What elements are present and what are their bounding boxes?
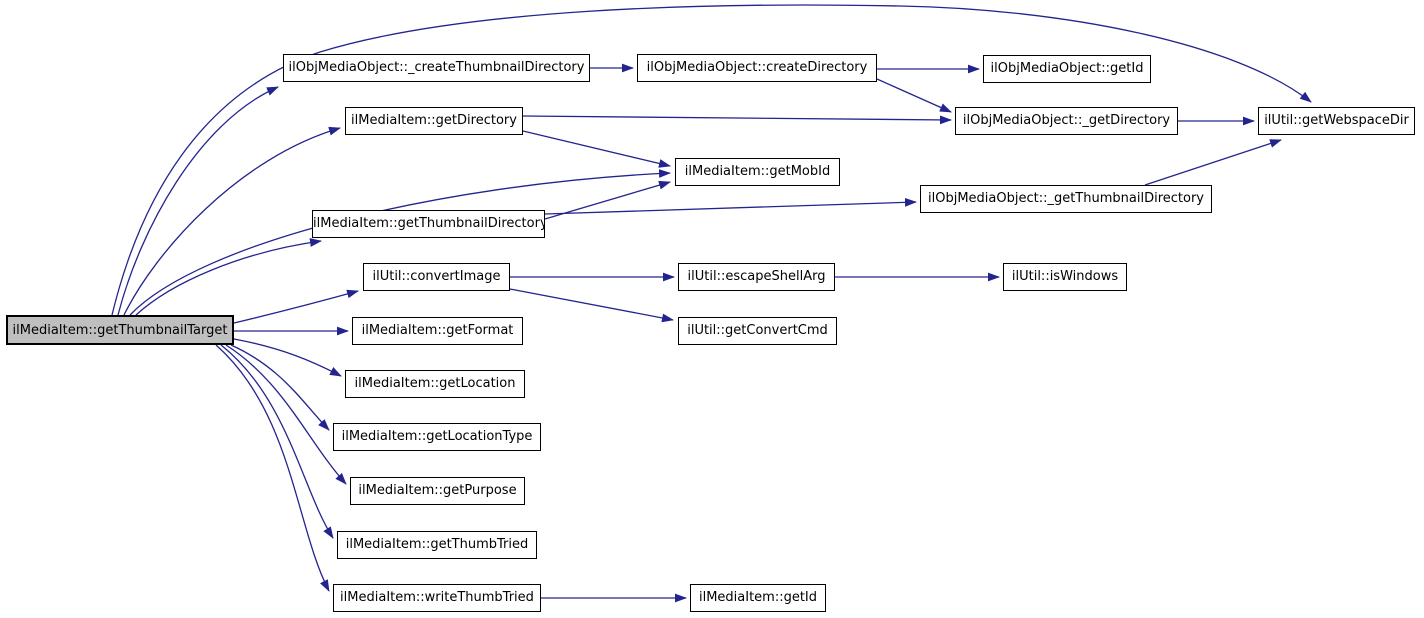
graph-node-convertImage[interactable]: ilUtil::convertImage — [363, 263, 510, 291]
graph-node-getPurpose[interactable]: ilMediaItem::getPurpose — [350, 477, 525, 505]
edge-getThumbnailTarget-to-getThumbTried — [220, 344, 334, 539]
edge-getThumbnailTarget-to-getLocation — [233, 338, 342, 377]
edge-getThumbnailTarget-to-writeThumbTried — [215, 344, 330, 592]
graph-node-getLocationType[interactable]: ilMediaItem::getLocationType — [333, 423, 541, 451]
edge-objGetThumbnailDirectory-to-getWebspaceDir — [1144, 139, 1282, 186]
edge-createDirectory-to-objGetDirectory — [876, 78, 952, 113]
graph-node-getConvertCmd[interactable]: ilUtil::getConvertCmd — [678, 317, 837, 345]
graph-node-getWebspaceDir[interactable]: ilUtil::getWebspaceDir — [1258, 107, 1415, 135]
graph-node-objGetThumbnailDirectory[interactable]: ilObjMediaObject::_getThumbnailDirectory — [920, 185, 1212, 213]
graph-node-getFormat[interactable]: ilMediaItem::getFormat — [352, 317, 523, 345]
graph-node-createThumbnailDirectory[interactable]: ilObjMediaObject::_createThumbnailDirect… — [283, 54, 590, 82]
graph-node-createDirectory[interactable]: ilObjMediaObject::createDirectory — [637, 54, 877, 82]
edge-getThumbnailTarget-to-getPurpose — [225, 344, 347, 485]
graph-node-isWindows[interactable]: ilUtil::isWindows — [1003, 263, 1127, 291]
edge-getThumbnailTarget-to-getMobId — [129, 169, 671, 316]
graph-node-getDirectory[interactable]: ilMediaItem::getDirectory — [345, 107, 523, 135]
edge-getDirectory-to-objGetDirectory — [522, 115, 952, 125]
edge-getDirectory-to-getMobId — [522, 130, 671, 168]
edge-getThumbnailTarget-to-getWebspaceDir — [111, 4, 1312, 316]
edge-getThumbnailTarget-to-getDirectory — [123, 126, 341, 316]
graph-node-objGetId[interactable]: ilObjMediaObject::getId — [983, 55, 1151, 83]
graph-node-getLocation[interactable]: ilMediaItem::getLocation — [345, 370, 525, 398]
graph-node-getThumbTried[interactable]: ilMediaItem::getThumbTried — [337, 531, 537, 559]
edge-getThumbnailDirectory-to-objGetThumbnailDirectory — [544, 197, 917, 215]
graph-node-writeThumbTried[interactable]: ilMediaItem::writeThumbTried — [333, 584, 541, 612]
graph-node-escapeShellArg[interactable]: ilUtil::escapeShellArg — [678, 263, 835, 291]
graph-node-getThumbnailTarget[interactable]: ilMediaItem::getThumbnailTarget — [6, 315, 234, 345]
edge-getThumbnailTarget-to-convertImage — [233, 289, 359, 324]
edge-getThumbnailTarget-to-getLocationType — [230, 344, 330, 431]
graph-node-itemGetId[interactable]: ilMediaItem::getId — [690, 584, 826, 612]
graph-node-getThumbnailDirectory[interactable]: ilMediaItem::getThumbnailDirectory — [312, 210, 545, 238]
graph-node-getMobId[interactable]: ilMediaItem::getMobId — [675, 158, 840, 186]
graph-node-objGetDirectory[interactable]: ilObjMediaObject::_getDirectory — [955, 107, 1178, 135]
edge-getThumbnailTarget-to-getThumbnailDirectory — [135, 238, 322, 316]
edge-getThumbnailTarget-to-createThumbnailDirectory — [117, 86, 279, 316]
edge-convertImage-to-getConvertCmd — [509, 288, 674, 323]
